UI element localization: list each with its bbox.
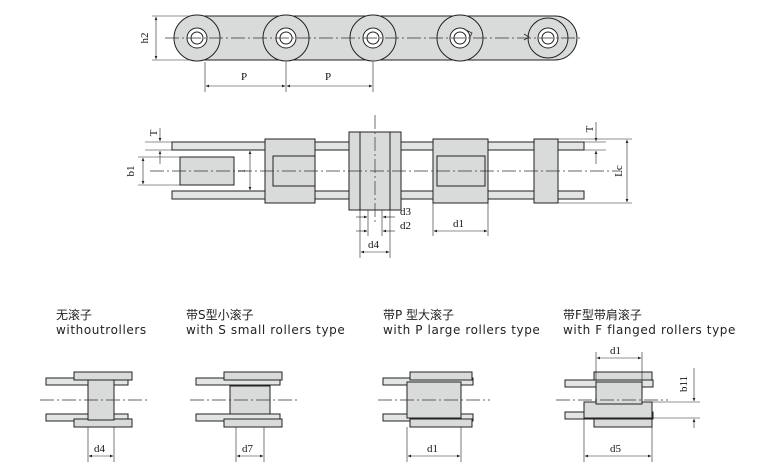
t-left-label: T [148,129,160,136]
variant-s-small-rollers: d7 [190,371,300,462]
caption-en: with F flanged rollers type [563,323,737,337]
h2-label: h2 [139,33,151,44]
caption-cn: 带P 型大滚子 [383,308,455,322]
caption-p-large-rollers: 带P 型大滚子 with P large rollers type [383,308,540,338]
variant-p-large-rollers: d1 [378,371,490,462]
variant-without-rollers: d4 [40,371,150,462]
caption-en: withoutrollers [56,323,147,337]
l-label: l [236,169,248,172]
variant-4-dim-side: b11 [678,376,690,392]
b1-label: b1 [125,166,137,177]
caption-cn: 带F型带肩滚子 [563,308,642,322]
caption-cn: 无滚子 [56,308,93,322]
chain-plan-view: T b1 l T Lc d3 d2 d4 d1 [125,115,632,258]
caption-cn: 带S型小滚子 [186,308,254,322]
variant-2-dim: d7 [242,443,254,455]
caption-en: with S small rollers type [186,323,346,337]
lc-label: Lc [613,165,625,177]
d2-label: d2 [400,220,411,232]
variant-1-dim: d4 [94,443,106,455]
caption-without-rollers: 无滚子 withoutrollers [56,308,147,338]
variant-3-dim: d1 [427,443,438,455]
caption-f-flanged-rollers: 带F型带肩滚子 with F flanged rollers type [563,308,736,338]
p-label-1: P [241,71,247,83]
variant-4-dim-top: d1 [610,345,621,357]
caption-s-small-rollers: 带S型小滚子 with S small rollers type [186,308,345,338]
d1-label: d1 [453,218,464,230]
variant-4-dim-bottom: d5 [610,443,622,455]
chain-top-view: h2 P P [139,14,580,92]
variant-f-flanged-rollers: d1 b11 d5 [556,345,700,462]
p-label-2: P [325,71,331,83]
caption-en: with P large rollers type [383,323,541,337]
t-right-label: T [584,125,596,132]
d3-label: d3 [400,206,412,218]
d4-label: d4 [368,239,380,251]
